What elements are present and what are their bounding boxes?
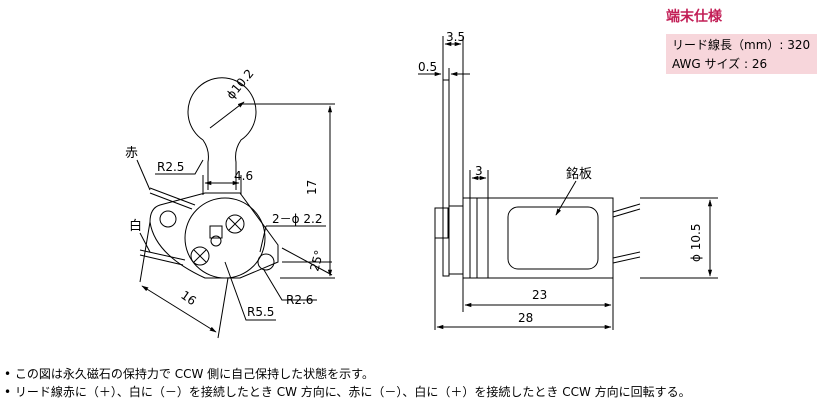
side-view bbox=[418, 36, 718, 330]
hub-circle bbox=[184, 197, 266, 279]
note-2: • リード線赤に（＋）、白に（－）を接続したとき CW 方向に、赤に（－）、白に… bbox=[4, 385, 691, 399]
right-ear-hole bbox=[257, 253, 275, 271]
center-shaft bbox=[210, 235, 222, 247]
label-name-plate: 銘板 bbox=[566, 167, 592, 182]
lever-outline bbox=[187, 77, 257, 190]
dim-height: 17 bbox=[305, 180, 319, 195]
screw-left bbox=[190, 246, 210, 266]
side-lever-plate bbox=[442, 79, 450, 277]
lead-red-wire bbox=[149, 187, 196, 210]
dim-side-diameter: ϕ 10.5 bbox=[689, 224, 703, 262]
screw-top bbox=[225, 214, 245, 234]
label-lead-red: 赤 bbox=[125, 146, 138, 161]
note-1: • この図は永久磁石の保持力で CCW 側に自己保持した状態を示す。 bbox=[4, 367, 374, 381]
dim-neck-width: 4.6 bbox=[234, 169, 253, 183]
side-lead-wires bbox=[612, 203, 641, 264]
terminal-spec-title: 端末仕様 bbox=[666, 9, 722, 25]
dim-ear-radius: R2.6 bbox=[286, 293, 313, 307]
dim-angle: 25° bbox=[307, 249, 326, 273]
dim-flange-length: 16 bbox=[178, 288, 199, 308]
dim-neck-radius: R2.5 bbox=[157, 160, 184, 174]
name-plate bbox=[507, 206, 599, 270]
notes: • この図は永久磁石の保持力で CCW 側に自己保持した状態を示す。 • リード… bbox=[4, 365, 824, 401]
dim-3: 3 bbox=[475, 164, 483, 178]
dim-3-5: 3.5 bbox=[446, 30, 465, 44]
terminal-spec-box: リード線長（mm）: 320 AWG サイズ : 26 bbox=[666, 34, 817, 74]
label-lead-white: 白 bbox=[129, 218, 142, 234]
front-view bbox=[136, 77, 335, 339]
dim-28: 28 bbox=[518, 311, 533, 325]
dim-holes: 2－ϕ 2.2 bbox=[272, 212, 322, 226]
spec-lead-length: リード線長（mm）: 320 bbox=[672, 38, 811, 52]
left-ear-hole bbox=[159, 210, 177, 228]
dim-top-diameter: ϕ10.2 bbox=[224, 66, 257, 102]
dim-23: 23 bbox=[532, 288, 547, 302]
side-view-labels: 3.5 0.5 3 銘板 ϕ 10.5 23 28 bbox=[418, 30, 703, 325]
lead-white-wire bbox=[139, 249, 186, 266]
flange-outline bbox=[149, 192, 279, 279]
side-hub-front bbox=[434, 207, 449, 239]
spec-awg-size: AWG サイズ : 26 bbox=[672, 57, 768, 71]
dim-hub-radius: R5.5 bbox=[247, 305, 274, 319]
side-body bbox=[487, 197, 614, 279]
dim-0-5: 0.5 bbox=[418, 60, 437, 74]
side-flange bbox=[462, 197, 489, 279]
